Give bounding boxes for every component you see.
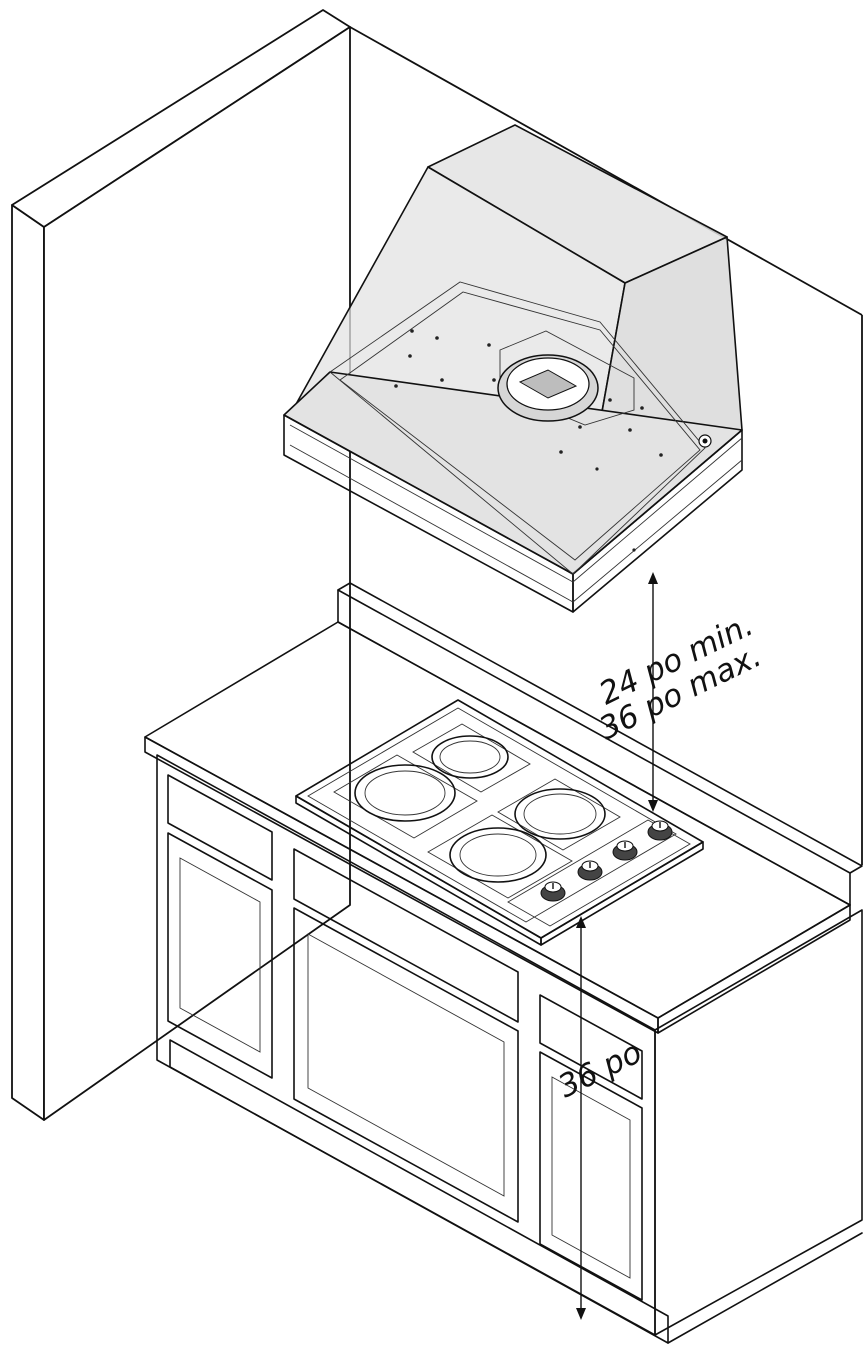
burner-front-left <box>333 754 478 839</box>
control-knob <box>647 820 673 841</box>
control-knob <box>577 860 603 881</box>
burner-front-right <box>427 814 573 899</box>
hood-clearance-dimension <box>648 572 658 812</box>
left-wall <box>11 9 351 1121</box>
control-knob <box>540 881 566 902</box>
control-knobs <box>540 820 673 902</box>
burner-rear-right <box>497 778 621 851</box>
range-hood <box>283 124 743 613</box>
cooktop <box>295 699 704 946</box>
counter-height-dimension <box>576 916 586 1320</box>
burner-rear-left <box>412 723 531 793</box>
mounting-holes <box>394 329 663 552</box>
backsplash <box>337 582 863 906</box>
light-switch <box>698 434 712 448</box>
back-wall <box>349 26 863 865</box>
base-cabinet <box>156 754 863 1344</box>
duct-collar <box>497 330 635 426</box>
control-knob <box>612 840 638 861</box>
